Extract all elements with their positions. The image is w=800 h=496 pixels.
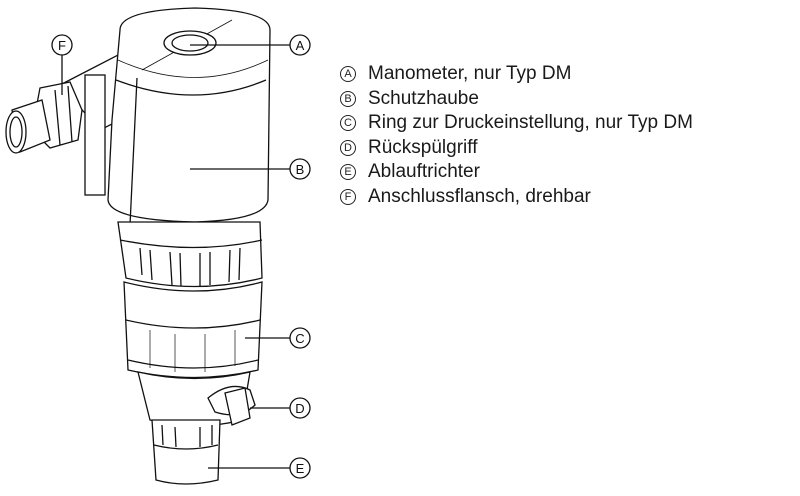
- backwash-handle: [207, 385, 256, 426]
- callout-f: F: [51, 34, 73, 56]
- drain-funnel: [151, 419, 221, 485]
- legend-item: C Ring zur Druckeinstellung, nur Typ DM: [340, 111, 693, 136]
- pressure-ring: [123, 281, 263, 379]
- callout-e-letter: E: [296, 461, 305, 476]
- callout-b-letter: B: [296, 162, 305, 177]
- legend: A Manometer, nur Typ DM B Schutzhaube C Rin…: [340, 62, 693, 209]
- legend-label: Ablauftrichter: [368, 161, 480, 183]
- legend-item: B Schutzhaube: [340, 87, 693, 112]
- callout-c-letter: C: [295, 331, 304, 346]
- legend-label: Anschlussflansch, drehbar: [368, 185, 591, 207]
- legend-badge: D: [340, 139, 356, 156]
- legend-item: A Manometer, nur Typ DM: [340, 62, 693, 87]
- legend-badge: F: [340, 188, 356, 205]
- legend-label: Manometer, nur Typ DM: [368, 63, 572, 85]
- legend-item: E Ablauftrichter: [340, 160, 693, 185]
- legend-badge: E: [340, 164, 356, 181]
- legend-item: D Rückspülgriff: [340, 136, 693, 161]
- legend-badge: A: [340, 66, 356, 83]
- connection-flange: [5, 53, 121, 196]
- callout-b: B: [289, 158, 311, 180]
- callout-a: A: [289, 34, 311, 56]
- legend-badge: B: [340, 90, 356, 107]
- callout-d-letter: D: [295, 401, 304, 416]
- legend-label: Schutzhaube: [368, 87, 479, 109]
- callout-f-letter: F: [58, 38, 66, 53]
- protective-hood: [107, 7, 271, 226]
- callout-d: D: [289, 397, 311, 419]
- ribbed-ring: [117, 221, 263, 288]
- legend-item: F Anschlussflansch, drehbar: [340, 185, 693, 210]
- legend-label: Rückspülgriff: [368, 136, 478, 158]
- callout-e: E: [289, 457, 311, 479]
- legend-badge: C: [340, 115, 356, 132]
- callout-c: C: [289, 327, 311, 349]
- callout-a-letter: A: [296, 38, 305, 53]
- legend-label: Ring zur Druckeinstellung, nur Typ DM: [368, 112, 693, 134]
